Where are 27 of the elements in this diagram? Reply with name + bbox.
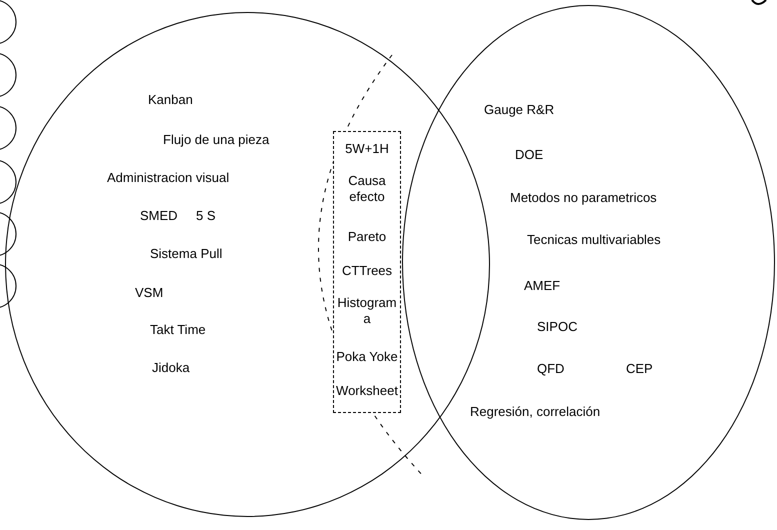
tool-label: Kanban — [148, 92, 193, 108]
tool-label: Flujo de una pieza — [163, 132, 270, 148]
dashed-box — [333, 131, 401, 413]
tool-label: Gauge R&R — [484, 102, 554, 118]
tool-label: Poka Yoke — [335, 349, 399, 365]
tool-label: QFD — [537, 361, 564, 377]
tool-label: Sistema Pull — [150, 246, 222, 262]
tool-label: Administracion visual — [107, 170, 230, 186]
tool-label: Causa efecto — [347, 173, 387, 205]
tool-label: 5W+1H — [344, 141, 390, 157]
tool-label: SMED — [140, 208, 178, 224]
tool-label: Worksheet — [335, 383, 399, 399]
tool-label: AMEF — [524, 278, 560, 294]
tool-label: VSM — [135, 285, 164, 301]
tool-label: Regresión, correlación — [470, 404, 600, 420]
tool-label: Metodos no parametricos — [510, 190, 657, 206]
venn-circle — [402, 5, 775, 520]
tool-label: 5 S — [196, 208, 216, 224]
tool-label: DOE — [515, 147, 544, 163]
tool-label: CEP — [626, 361, 653, 377]
tool-label: Tecnicas multivariables — [527, 232, 661, 248]
tool-label: Jidoka — [152, 360, 190, 376]
tool-label: SIPOC — [537, 319, 578, 335]
tool-label: CTTrees — [340, 263, 394, 279]
tool-label: Pareto — [346, 229, 388, 245]
tool-label: Takt Time — [150, 322, 206, 338]
tool-label: Histogram a — [336, 295, 398, 327]
